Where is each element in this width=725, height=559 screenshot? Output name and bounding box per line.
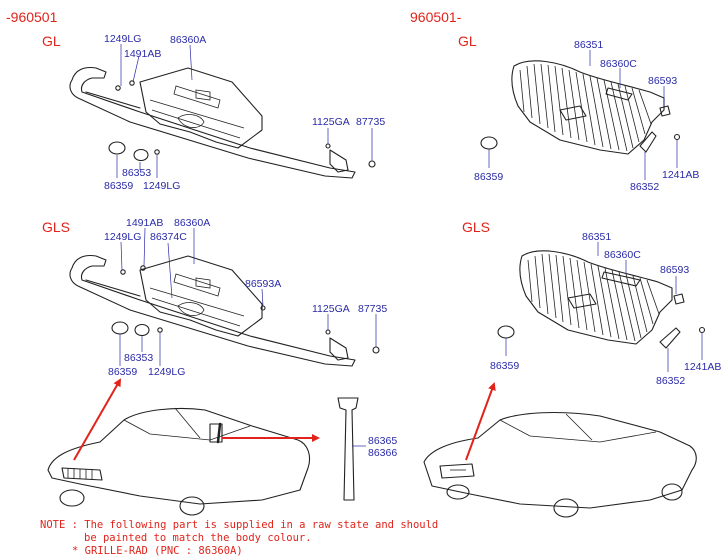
gls-grille-frame-illustration: [69, 254, 356, 367]
gls-left-header: GLS: [42, 219, 70, 235]
note-line-2: be painted to match the body colour.: [84, 532, 312, 544]
label-86366: 86366: [368, 447, 397, 459]
label-86351-gls: 86351: [582, 231, 611, 243]
arrow-grille-left: [73, 378, 121, 461]
car-left-illustration: [47, 407, 311, 516]
screw-1241ab-icon: [673, 133, 681, 141]
clip-87735-gls-icon: [372, 346, 380, 354]
label-86365: 86365: [368, 435, 397, 447]
label-86359: 86359: [104, 180, 133, 192]
label-86374c: 86374C: [150, 231, 187, 243]
bracket-86352-icon: [639, 131, 657, 153]
emblem-86353-icon: [133, 148, 149, 162]
bracket-86352-gls-icon: [659, 327, 681, 349]
gls-right-small-parts: [497, 271, 706, 349]
note-line-1: NOTE : The following part is supplied in…: [40, 519, 438, 531]
clip-86593-gls-icon: [673, 293, 685, 305]
label-86353: 86353: [122, 167, 151, 179]
label-86359-right: 86359: [474, 171, 503, 183]
label-1241ab-gls: 1241AB: [684, 361, 721, 373]
label-86359-gls-right: 86359: [490, 360, 519, 372]
emblem-86359-right-icon: [480, 136, 498, 150]
clip-1125ga-gls-icon: [325, 329, 331, 335]
label-87735: 87735: [356, 116, 385, 128]
gls-right-header: GLS: [462, 219, 490, 235]
screw-1241ab-gls-icon: [698, 326, 706, 334]
label-86593: 86593: [648, 75, 677, 87]
label-86593a: 86593A: [245, 278, 281, 290]
label-86353-gls: 86353: [124, 352, 153, 364]
period-after-header: 960501-: [410, 9, 462, 25]
gls-leader-lines: [119, 227, 377, 366]
gl-grille-frame-illustration: [69, 66, 356, 179]
label-1125ga-gls: 1125GA: [312, 303, 350, 315]
label-1249lg-gls: 1249LG: [104, 231, 141, 243]
gl-small-parts: [108, 80, 376, 168]
label-1249lg-bottom: 1249LG: [143, 180, 180, 192]
clip-86593-icon: [659, 105, 671, 117]
molding-86360c-icon: [605, 87, 633, 101]
label-86352: 86352: [630, 181, 659, 193]
period-before-header: -960501: [6, 9, 58, 25]
emblem-86359-gls-icon: [111, 321, 129, 335]
screw-1249lg-gls-icon: [157, 327, 163, 333]
gl-leader-lines: [116, 44, 373, 178]
molding-86360c-gls-icon: [601, 271, 641, 287]
label-86359-gls: 86359: [108, 366, 137, 378]
label-86360c: 86360C: [600, 58, 637, 70]
label-1491ab-gls: 1491AB: [126, 217, 163, 229]
screw-1249lg-top-icon: [115, 85, 121, 91]
label-1491ab: 1491AB: [124, 48, 161, 60]
label-1241ab: 1241AB: [662, 169, 699, 181]
clip-87735-icon: [368, 160, 376, 168]
label-1249lg: 1249LG: [104, 33, 141, 45]
gl-right-header: GL: [458, 33, 477, 49]
label-86360a-gls: 86360A: [174, 217, 210, 229]
note-line-3: * GRILLE-RAD (PNC : 86360A): [72, 545, 243, 557]
label-1125ga: 1125GA: [312, 116, 350, 128]
clip-1491ab-icon: [129, 80, 135, 86]
car-right-illustration: [423, 411, 697, 518]
label-86351: 86351: [574, 39, 603, 51]
arrow-grille-right: [465, 382, 496, 461]
gls-right-leader-lines: [505, 242, 703, 372]
emblem-86359-gls-right-icon: [497, 325, 515, 339]
screw-1249lg-gls-top-icon: [120, 269, 126, 275]
label-87735-gls: 87735: [358, 303, 387, 315]
pillar-moulding-strip-illustration: [337, 397, 366, 501]
gl-vertical-bar-grille-illustration: [511, 60, 665, 155]
gl-left-header: GL: [42, 33, 61, 49]
clip-1125ga-icon: [325, 143, 331, 149]
label-86352-gls: 86352: [656, 375, 685, 387]
screw-1249lg-icon: [154, 149, 160, 155]
gls-vertical-bar-grille-illustration: [519, 250, 673, 345]
gl-right-leader-lines: [488, 50, 678, 180]
label-1249lg-gls-bottom: 1249LG: [148, 366, 185, 378]
label-86360c-gls: 86360C: [604, 249, 641, 261]
emblem-86353-gls-icon: [134, 323, 150, 337]
label-86360a: 86360A: [170, 34, 206, 46]
label-86593-gls: 86593: [660, 264, 689, 276]
callout-arrows: [73, 378, 496, 461]
clip-1491ab-gls-icon: [140, 265, 146, 271]
emblem-86359-icon: [108, 141, 126, 155]
